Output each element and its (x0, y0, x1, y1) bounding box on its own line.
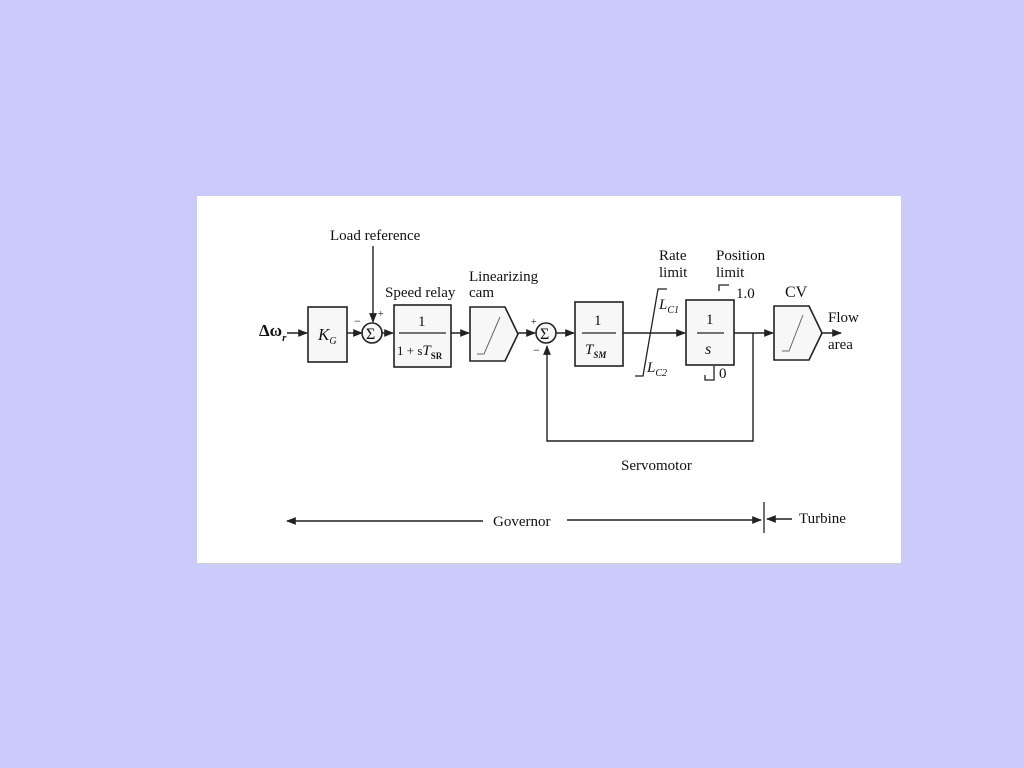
summing-junction-1-symbol: Σ (366, 326, 375, 343)
rate-limit-symbol (635, 288, 667, 377)
servo-gain-block (574, 301, 624, 367)
integrator-denominator: s (705, 341, 711, 358)
summing-junction-2-symbol: Σ (540, 326, 549, 343)
position-limit-label-line2: limit (716, 265, 745, 281)
position-limit-upper: 1.0 (736, 286, 755, 302)
governor-label: Governor (493, 514, 550, 530)
rate-limit-lower: LC2 (646, 360, 667, 379)
position-limit-lower: 0 (719, 366, 727, 382)
servo-gain-numerator: 1 (594, 313, 602, 329)
rate-limit-label-line2: limit (659, 265, 688, 281)
cv-label: CV (785, 284, 808, 301)
position-limit-label-line1: Position (716, 248, 766, 264)
cam-label-line1: Linearizing (469, 269, 539, 285)
control-valve-block (773, 305, 823, 361)
gain-block (307, 306, 348, 363)
linearizing-cam-block (469, 306, 519, 362)
servomotor-feedback-path (543, 333, 754, 442)
sum1-minus-sign: − (354, 314, 361, 328)
cam-curve (477, 316, 501, 355)
load-reference-label: Load reference (330, 228, 421, 244)
speed-relay-numerator: 1 (418, 314, 426, 330)
position-limit-upper-mark (718, 284, 729, 291)
integrator-numerator: 1 (706, 312, 714, 328)
rate-limit-upper: LC1 (658, 297, 679, 316)
speed-relay-denominator: 1 + sTSR (397, 343, 443, 361)
servo-gain-denominator: TSM (585, 342, 607, 360)
cv-curve (782, 314, 804, 352)
cam-label-line2: cam (469, 285, 494, 301)
sum2-minus-sign: − (533, 343, 540, 357)
turbine-label: Turbine (799, 511, 846, 527)
governor-block-diagram: Δωr KG Σ − + Load reference Speed relay … (197, 196, 901, 563)
servomotor-label: Servomotor (621, 458, 692, 474)
output-label-line1: Flow (828, 310, 859, 326)
gain-block-label: KG (317, 325, 337, 347)
rate-limit-label-line1: Rate (659, 248, 687, 264)
input-label: Δωr (259, 321, 287, 344)
sum1-plus-sign: + (378, 309, 384, 320)
diagram-canvas: Δωr KG Σ − + Load reference Speed relay … (259, 228, 859, 533)
position-limit-lower-mark (704, 366, 715, 381)
output-label-line2: area (828, 337, 853, 353)
speed-relay-block (393, 304, 452, 368)
speed-relay-label: Speed relay (385, 285, 456, 301)
sum2-plus-sign: + (531, 317, 537, 328)
